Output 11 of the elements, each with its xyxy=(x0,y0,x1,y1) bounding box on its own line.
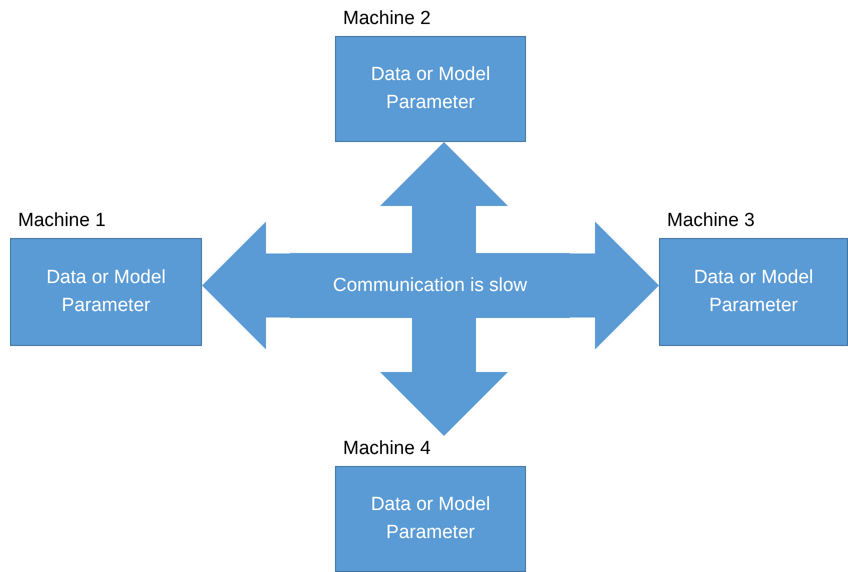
box-text: Data or Model Parameter xyxy=(370,493,492,545)
box-text: Data or Model Parameter xyxy=(692,266,814,318)
box-text: Data or Model Parameter xyxy=(370,63,492,115)
machine-heading: Machine 4 xyxy=(343,438,431,460)
center-text: Communication is slow xyxy=(332,274,528,298)
block-arrow xyxy=(202,222,290,350)
block-arrow xyxy=(570,222,659,350)
machine-heading: Machine 3 xyxy=(667,210,755,232)
machine-heading: Machine 2 xyxy=(343,8,431,30)
box-text: Data or Model Parameter xyxy=(45,266,167,318)
machine-heading: Machine 1 xyxy=(18,210,106,232)
